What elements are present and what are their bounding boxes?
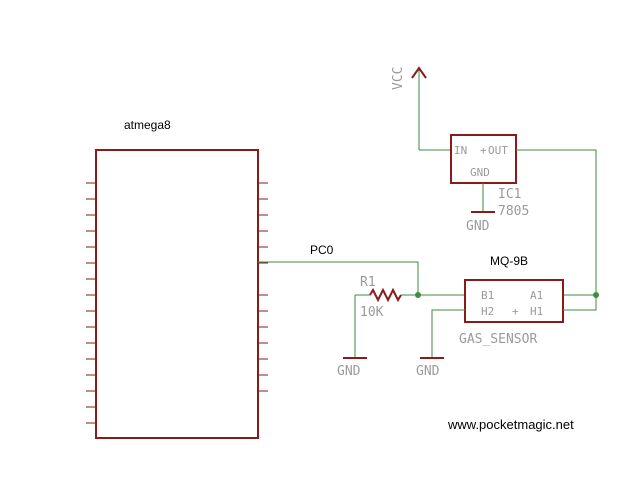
vcc-symbol	[411, 66, 427, 150]
r1-ground-symbol	[343, 295, 367, 359]
sensor-pin-a1: A1	[530, 289, 543, 302]
sensor-pin-h1: H1	[530, 305, 543, 318]
ic1-gnd-label: GND	[466, 219, 490, 234]
pc0-net-label: PC0	[310, 243, 334, 257]
ic1-value: 7805	[498, 204, 529, 219]
sensor-name: GAS_SENSOR	[459, 332, 537, 347]
vcc-label: VCC	[391, 67, 406, 90]
sensor-plus: +	[512, 305, 519, 318]
ic1-pin-gnd: GND	[470, 166, 490, 179]
sensor-title: MQ-9B	[490, 254, 528, 268]
h2-ground-symbol	[420, 309, 465, 359]
r1-value: 10K	[360, 305, 384, 320]
r1-zigzag	[369, 287, 402, 303]
out-to-a1-wire	[516, 149, 597, 296]
website-label: www.pocketmagic.net	[447, 417, 574, 432]
r1-name: R1	[360, 275, 376, 290]
atmega8-chip	[86, 149, 268, 439]
atmega8-body	[95, 149, 259, 439]
gas-sensor-body	[464, 279, 564, 323]
pc0-wire	[258, 261, 419, 295]
ic1-pin-plus: +	[480, 144, 487, 157]
gnd-right-label: GND	[416, 364, 440, 379]
h1-wire	[563, 295, 597, 311]
atmega8-label: atmega8	[124, 118, 171, 132]
sensor-pin-h2: H2	[481, 305, 494, 318]
ic1-ground-symbol	[471, 183, 495, 213]
ic1-pin-out: OUT	[488, 144, 508, 157]
atmega8-right-pins	[258, 182, 268, 392]
ic1-pin-in: IN	[454, 144, 467, 157]
ic1-name: IC1	[498, 187, 521, 202]
gnd-left-label: GND	[337, 364, 361, 379]
atmega8-left-pins	[86, 182, 96, 424]
sensor-pin-b1: B1	[481, 289, 494, 302]
